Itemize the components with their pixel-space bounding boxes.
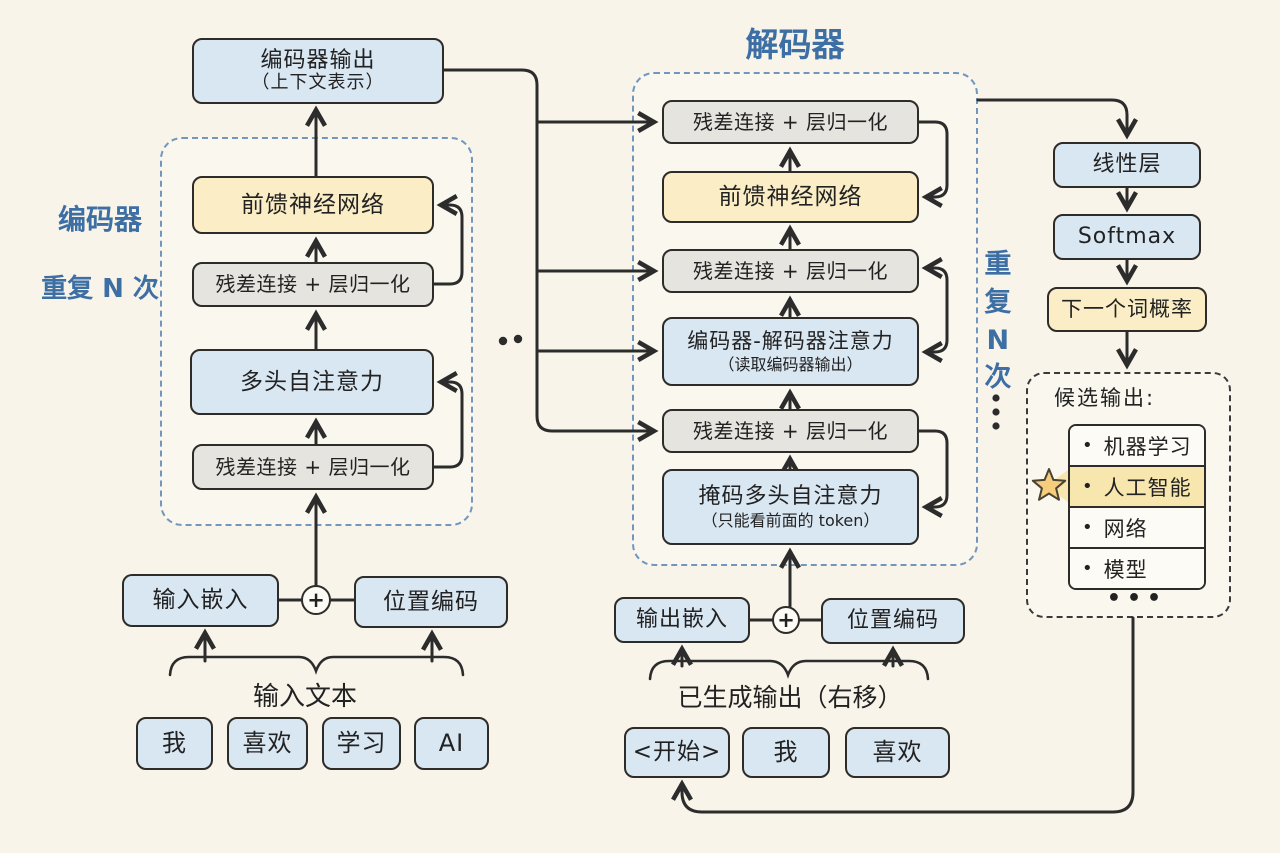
decoder-addnorm-1-box: 残差连接 + 层归一化 xyxy=(662,100,919,144)
output-embedding-label: 输出嵌入 xyxy=(635,607,728,633)
positional-encoding-label-encoder: 位置编码 xyxy=(383,588,479,615)
input-token: 我 xyxy=(136,717,213,770)
token-label: 喜欢 xyxy=(242,728,293,757)
candidate-label: 网络 xyxy=(1103,516,1148,541)
candidate-label: 人工智能 xyxy=(1103,475,1192,500)
generated-output-label: 已生成输出（右移） xyxy=(677,683,903,712)
softmax-box: Softmax xyxy=(1053,214,1201,260)
token-label: 喜欢 xyxy=(872,737,923,766)
input-token: 喜欢 xyxy=(227,717,308,770)
linear-layer-label: 线性层 xyxy=(1092,152,1162,178)
plus-icon: + xyxy=(301,585,331,615)
encoder-title: 编码器 xyxy=(57,203,142,236)
decoder-addnorm-2-label: 残差连接 + 层归一化 xyxy=(693,258,888,283)
decoder-addnorm-1-label: 残差连接 + 层归一化 xyxy=(693,109,888,134)
candidate-item: 网络 xyxy=(1070,508,1204,549)
next-word-prob-box: 下一个词概率 xyxy=(1047,287,1207,332)
candidates-more-dots: ••• xyxy=(1106,586,1168,611)
encoder-addnorm-top-label: 残差连接 + 层归一化 xyxy=(215,272,411,296)
encoder-ffn-box: 前馈神经网络 xyxy=(192,176,434,234)
decoder-ffn-label: 前馈神经网络 xyxy=(718,183,863,210)
input-embedding-box: 输入嵌入 xyxy=(122,574,279,627)
decoder-masked-attention-sub: （只能看前面的 token） xyxy=(701,510,880,530)
decoder-ffn-box: 前馈神经网络 xyxy=(662,171,919,223)
decoder-cross-attention-label: 编码器-解码器注意力 xyxy=(687,328,894,353)
encoder-self-attention-label: 多头自注意力 xyxy=(240,368,384,395)
decoder-addnorm-3-label: 残差连接 + 层归一化 xyxy=(693,418,888,443)
encoder-self-attention-box: 多头自注意力 xyxy=(190,349,434,415)
encoder-addnorm-bottom-label: 残差连接 + 层归一化 xyxy=(215,454,411,479)
plus-icon: + xyxy=(772,606,800,634)
decoder-title: 解码器 xyxy=(745,25,845,64)
encoder-repeat-label: 重复 N 次 xyxy=(41,274,159,304)
encoder-output-box: 编码器输出 （上下文表示） xyxy=(192,38,444,104)
linear-layer-box: 线性层 xyxy=(1053,142,1201,188)
ellipsis-dots xyxy=(498,334,1000,430)
token-label: 学习 xyxy=(336,728,387,757)
token-label: 我 xyxy=(162,728,187,757)
input-token: 学习 xyxy=(322,717,401,770)
positional-encoding-box-decoder: 位置编码 xyxy=(821,598,965,644)
decoder-addnorm-3-box: 残差连接 + 层归一化 xyxy=(662,409,919,453)
output-token: 我 xyxy=(742,727,830,778)
decoder-cross-attention-sub: （读取编码器输出） xyxy=(718,354,863,374)
encoder-ffn-label: 前馈神经网络 xyxy=(241,191,385,218)
candidate-item: 机器学习 xyxy=(1070,426,1204,467)
input-text-label: 输入文本 xyxy=(252,682,357,712)
positional-encoding-label-decoder: 位置编码 xyxy=(846,608,939,634)
input-token: AI xyxy=(414,717,489,770)
decoder-addnorm-2-box: 残差连接 + 层归一化 xyxy=(662,249,919,293)
softmax-label: Softmax xyxy=(1077,224,1177,250)
output-token: 喜欢 xyxy=(845,727,950,778)
decoder-masked-attention-box: 掩码多头自注意力 （只能看前面的 token） xyxy=(662,469,919,545)
candidates-list: 机器学习 人工智能 网络 模型 xyxy=(1068,424,1206,590)
positional-encoding-box-encoder: 位置编码 xyxy=(354,576,508,628)
candidate-item-highlighted: 人工智能 xyxy=(1070,467,1204,508)
output-embedding-box: 输出嵌入 xyxy=(614,597,750,643)
encoder-output-line1: 编码器输出 xyxy=(260,48,376,73)
decoder-cross-attention-box: 编码器-解码器注意力 （读取编码器输出） xyxy=(662,317,919,386)
candidate-label: 机器学习 xyxy=(1103,434,1192,459)
token-label: <开始> xyxy=(632,739,722,766)
token-label: 我 xyxy=(773,737,799,766)
plus-sign: + xyxy=(777,608,795,632)
candidates-title: 候选输出: xyxy=(1054,386,1156,410)
encoder-addnorm-bottom-box: 残差连接 + 层归一化 xyxy=(192,444,434,490)
candidate-label: 模型 xyxy=(1103,557,1148,582)
star-icon xyxy=(1031,468,1067,501)
candidate-item: 模型 xyxy=(1070,549,1204,588)
encoder-output-line2: （上下文表示） xyxy=(251,72,385,94)
next-word-prob-label: 下一个词概率 xyxy=(1061,297,1193,322)
decoder-masked-attention-label: 掩码多头自注意力 xyxy=(698,483,883,509)
encoder-addnorm-top-box: 残差连接 + 层归一化 xyxy=(192,262,434,307)
output-token: <开始> xyxy=(624,727,730,778)
input-embedding-label: 输入嵌入 xyxy=(152,587,249,614)
token-label: AI xyxy=(438,728,465,757)
decoder-repeat-label: 重复N次 xyxy=(984,249,1012,394)
plus-sign: + xyxy=(307,588,325,612)
